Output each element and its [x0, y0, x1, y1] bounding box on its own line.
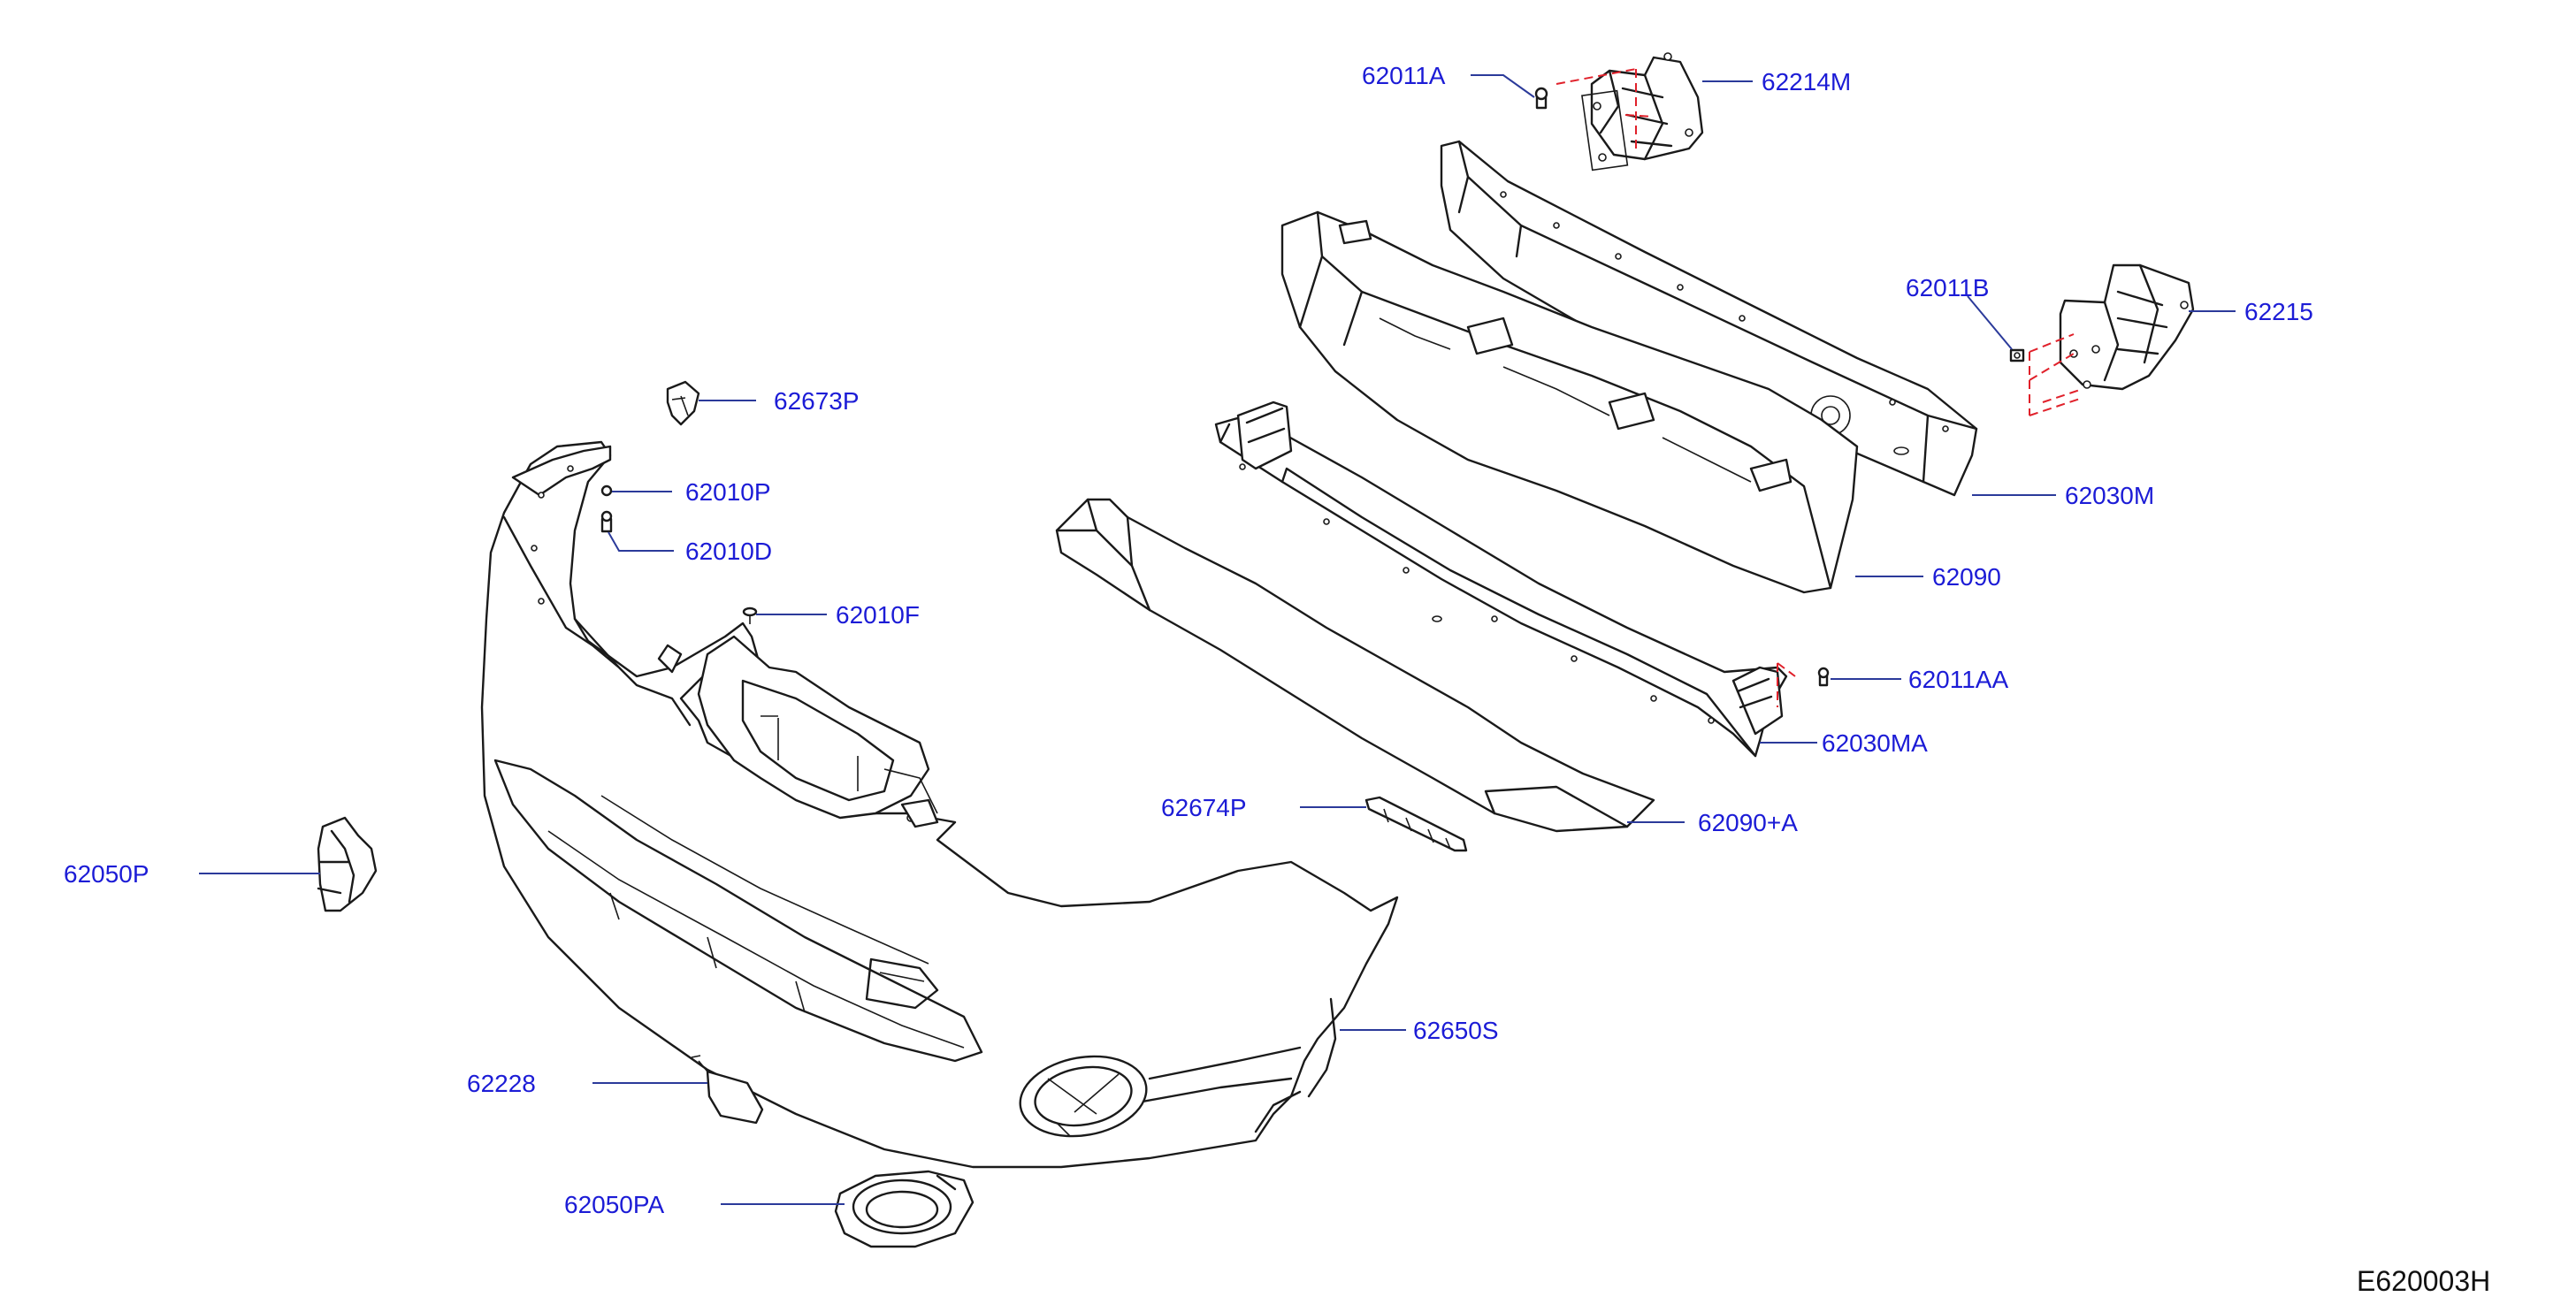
finisher-62050pa[interactable]	[834, 1170, 975, 1248]
callout-62030ma: 62030MA	[1822, 729, 1928, 757]
callout-62010d: 62010D	[685, 538, 772, 565]
callout-62011a: 62011A	[1362, 62, 1446, 89]
callout-62090: 62090	[1932, 563, 2001, 591]
clip-62010f[interactable]	[742, 606, 758, 624]
callout-62050pa: 62050PA	[564, 1191, 664, 1218]
cover-62050p[interactable]	[317, 816, 378, 912]
absorber-62090[interactable]	[1280, 210, 1859, 594]
nut-62011b[interactable]	[2009, 348, 2025, 362]
callout-62010f: 62010F	[836, 601, 920, 629]
bracket-62215[interactable]	[2029, 263, 2195, 416]
callout-labels: 62011A 62214M 62011B 62215 62673P 62010P…	[64, 62, 2313, 1218]
leader-lines	[199, 74, 2236, 1205]
cap-62228[interactable]	[691, 1055, 764, 1125]
callout-62090-a: 62090+A	[1698, 809, 1798, 836]
callout-62030m: 62030M	[2065, 482, 2154, 509]
bolt-62011aa[interactable]	[1817, 667, 1830, 687]
clip-strip-62674p[interactable]	[1364, 796, 1468, 852]
callout-62215: 62215	[2244, 298, 2313, 325]
bumper-fascia-62650s[interactable]	[480, 440, 1399, 1169]
callout-62050p: 62050P	[64, 860, 149, 888]
clip-62673p[interactable]	[666, 380, 700, 426]
clip-62010d[interactable]	[600, 510, 613, 533]
callout-62228: 62228	[467, 1070, 536, 1097]
callout-62650s: 62650S	[1413, 1017, 1499, 1044]
callout-62011aa: 62011AA	[1908, 666, 2008, 693]
callout-62010p: 62010P	[685, 478, 771, 506]
callout-62214m: 62214M	[1762, 68, 1851, 95]
bolt-62011a[interactable]	[1534, 87, 1548, 110]
clip-62010p[interactable]	[600, 484, 613, 497]
absorber-62090-a[interactable]	[1055, 498, 1655, 833]
reinforcement-62030ma[interactable]	[1214, 400, 1796, 758]
bracket-62214m[interactable]	[1556, 52, 1704, 172]
callout-62674p: 62674P	[1161, 794, 1247, 821]
callout-62673p: 62673P	[774, 387, 860, 415]
callout-62011b: 62011B	[1906, 274, 1989, 301]
diagram-code: E620003H	[2357, 1265, 2490, 1297]
